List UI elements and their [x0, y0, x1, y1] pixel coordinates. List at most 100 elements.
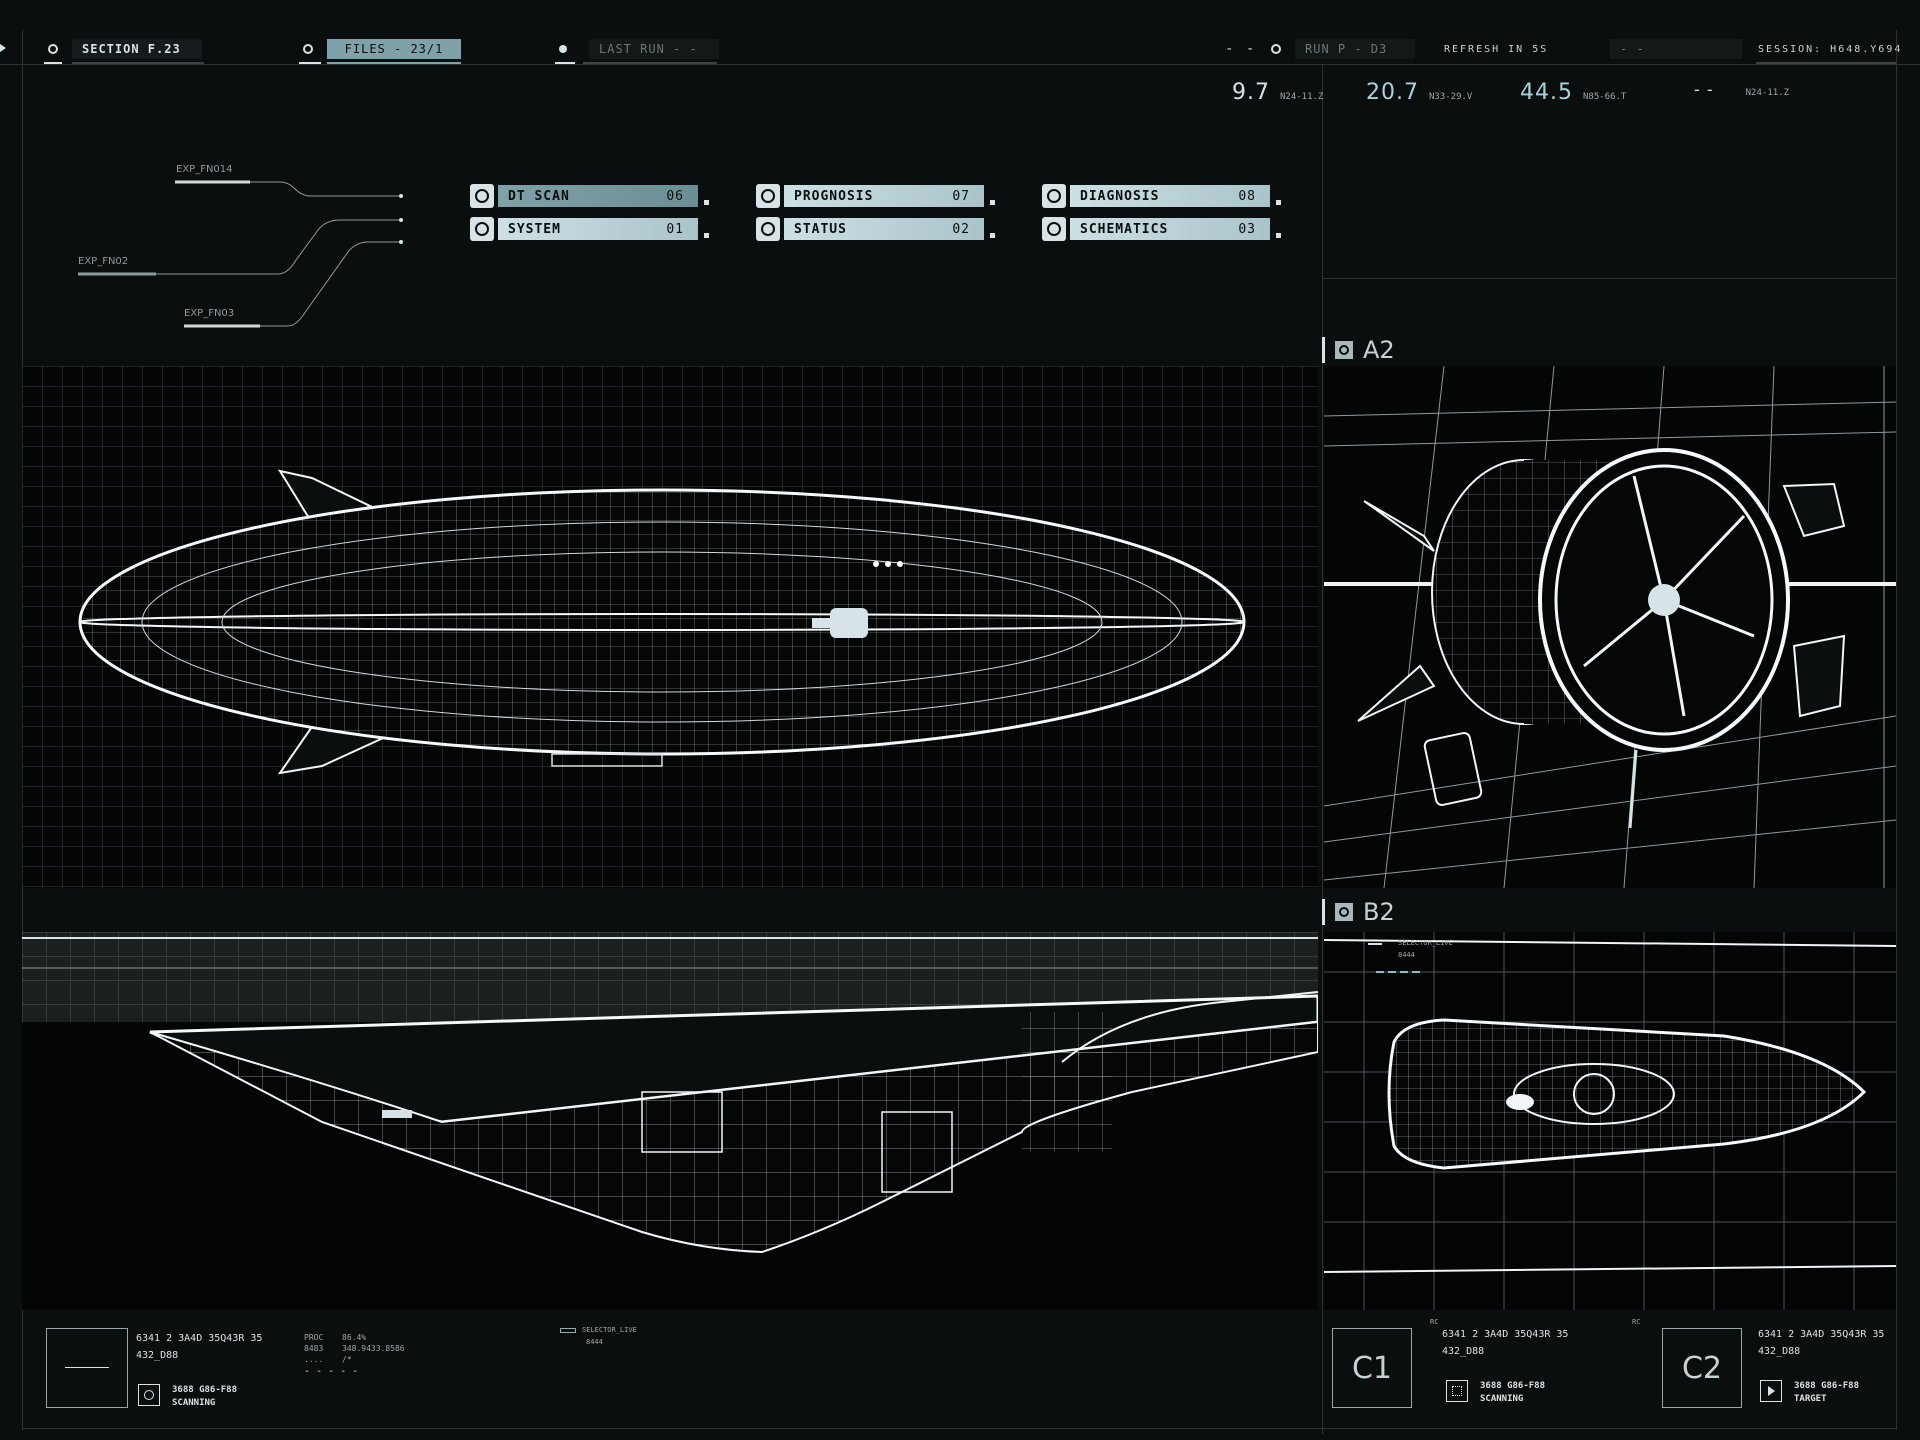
- last-run-label: LAST RUN - -: [589, 39, 719, 59]
- panel-b2-header: B2: [1322, 898, 1395, 926]
- hull-closeup-wireframe: [22, 932, 1318, 1254]
- run-p-tab[interactable]: RUN P - D3: [1271, 38, 1415, 60]
- section-tab[interactable]: SECTION F.23: [48, 38, 202, 60]
- scan-ring-icon[interactable]: [138, 1384, 160, 1406]
- panel-a2-header: A2: [1322, 336, 1395, 364]
- frame-mid-line: [1322, 64, 1323, 1434]
- c1-label: C1: [1351, 1350, 1393, 1386]
- ring-icon: [48, 44, 58, 54]
- underline: [44, 62, 62, 64]
- selector-label: SELECTOR_LIVE: [582, 1326, 637, 1334]
- underline: [1756, 62, 1896, 64]
- ring-icon: [303, 44, 313, 54]
- nav-schematics-button[interactable]: SCHEMATICS 03: [1042, 217, 1281, 241]
- target-icon: [1335, 903, 1353, 921]
- run-dashes: - -: [1225, 41, 1257, 57]
- target-icon: [756, 184, 780, 208]
- underline: [583, 62, 717, 64]
- engine-wireframe-panel[interactable]: [1324, 366, 1896, 888]
- target-icon: [470, 184, 494, 208]
- c2-status-code: 3688 G86-F88: [1794, 1381, 1860, 1391]
- tick-mark: [1276, 232, 1281, 238]
- underline: [72, 62, 204, 64]
- dash-line: [65, 1367, 109, 1368]
- exp-label-2: EXP_FN02: [78, 256, 129, 267]
- underline: [555, 62, 575, 64]
- underline: [299, 62, 321, 64]
- hull-closeup-panel[interactable]: [22, 932, 1318, 1310]
- gondola-top-view-wireframe: [1324, 932, 1896, 1310]
- target-arrow-icon[interactable]: [1760, 1380, 1782, 1402]
- selector-code: 8444: [586, 1338, 603, 1346]
- c2-status-text: TARGET: [1794, 1394, 1827, 1404]
- nav-dt-scan-button[interactable]: DT SCAN 06: [470, 184, 709, 208]
- session-id: SESSION: H648.Y694: [1758, 43, 1903, 55]
- nav-prognosis-button[interactable]: PROGNOSIS 07: [756, 184, 995, 208]
- proc-value-3: /*: [342, 1355, 352, 1364]
- tick-mark: [1276, 199, 1281, 205]
- exp-label-1: EXP_FN014: [176, 164, 233, 175]
- target-icon: [1335, 341, 1353, 359]
- proc-dashes: - - - - -: [304, 1366, 359, 1377]
- left-status-code: 3688 G86-F88: [172, 1385, 238, 1395]
- panel-a2-title: A2: [1363, 336, 1395, 364]
- tick-mark: [704, 232, 709, 238]
- airship-wireframe-panel[interactable]: [22, 366, 1318, 888]
- nav-number: 02: [952, 221, 970, 237]
- proc-label-3: ....: [304, 1355, 324, 1364]
- nav-number: 01: [666, 221, 684, 237]
- metric-4: - -N24-11.Z: [1694, 80, 1789, 99]
- nav-label: PROGNOSIS: [794, 188, 874, 204]
- c1-box[interactable]: C1: [1332, 1328, 1412, 1408]
- nav-label: STATUS: [794, 221, 847, 237]
- scan-grid-icon[interactable]: [1446, 1380, 1468, 1402]
- frame-bottom-line: [22, 1428, 1896, 1429]
- nav-number: 06: [666, 188, 684, 204]
- c2-mark: RC: [1632, 1318, 1641, 1326]
- frame-top-line: [0, 64, 1920, 65]
- nav-status-button[interactable]: STATUS 02: [756, 217, 995, 241]
- c1-status-text: SCANNING: [1480, 1394, 1524, 1404]
- target-icon: [756, 217, 780, 241]
- proc-value-1: 86.4%: [342, 1333, 367, 1342]
- files-label: FILES - 23/1: [327, 39, 461, 59]
- target-icon: [1042, 184, 1066, 208]
- tick-mark: [990, 232, 995, 238]
- nav-label: DT SCAN: [508, 188, 570, 204]
- frame-right-line: [1896, 30, 1897, 1430]
- c2-box[interactable]: C2: [1662, 1328, 1742, 1408]
- frame-right-divider: [1322, 278, 1896, 279]
- target-icon: [470, 217, 494, 241]
- section-label: SECTION F.23: [72, 39, 202, 59]
- c1-status-code: 3688 G86-F88: [1480, 1381, 1546, 1391]
- last-run-tab[interactable]: LAST RUN - -: [559, 38, 719, 60]
- underline: [327, 62, 461, 64]
- nav-system-button[interactable]: SYSTEM 01: [470, 217, 709, 241]
- tick-mark: [704, 199, 709, 205]
- b2-selector-label: SELECTOR_LIVE: [1398, 939, 1453, 947]
- c2-label: C2: [1681, 1350, 1723, 1386]
- nav-label: SYSTEM: [508, 221, 561, 237]
- proc-label-1: PROC: [304, 1333, 324, 1342]
- tick-mark: [990, 199, 995, 205]
- nav-number: 07: [952, 188, 970, 204]
- selector-swatch: [560, 1328, 576, 1333]
- preview-box[interactable]: [46, 1328, 128, 1408]
- nav-number: 08: [1238, 188, 1256, 204]
- exp-label-3: EXP_FN03: [184, 308, 235, 319]
- c2-info-line-2: 432_D88: [1758, 1346, 1801, 1357]
- engine-wireframe: [1324, 366, 1896, 888]
- target-icon: [1042, 217, 1066, 241]
- panel-b2-title: B2: [1363, 898, 1395, 926]
- top-view-panel[interactable]: SELECTOR_LIVE 8444: [1324, 932, 1896, 1310]
- refresh-value: - -: [1610, 38, 1742, 60]
- ring-icon: [1271, 44, 1281, 54]
- nav-label: SCHEMATICS: [1080, 221, 1169, 237]
- nav-number: 03: [1238, 221, 1256, 237]
- c1-mark: RC: [1430, 1318, 1439, 1326]
- files-tab[interactable]: FILES - 23/1: [303, 38, 461, 60]
